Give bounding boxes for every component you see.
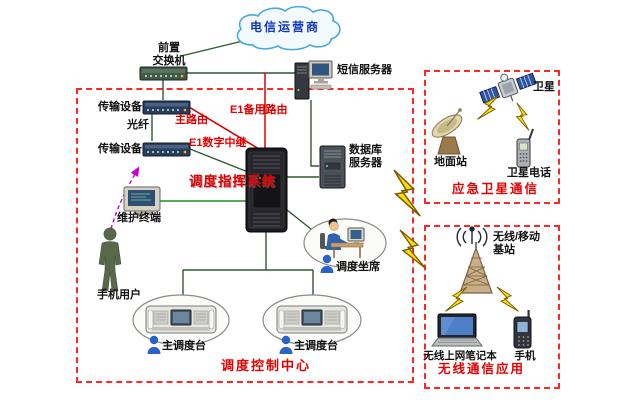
fiber-label: 光纤 xyxy=(127,119,149,131)
database-server-label: 数据库 服务器 xyxy=(349,144,382,169)
telecom-operator-label: 电信运营商 xyxy=(250,20,321,34)
dispatch-console-right-icon xyxy=(276,305,348,334)
control-center-box xyxy=(76,88,414,383)
line-e1-trunk xyxy=(189,148,249,173)
transmission-device-bottom-icon xyxy=(142,142,191,157)
transmission-bottom-label: 传输设备 xyxy=(98,143,142,155)
control-center-title: 调度控制中心 xyxy=(221,358,312,373)
maintenance-terminal-label: 维护终端 xyxy=(117,212,161,224)
sms-server-icon xyxy=(294,60,333,100)
front-switch-icon xyxy=(139,66,188,81)
satellite-phone-label: 卫星电话 xyxy=(507,167,551,179)
lightning-bolts xyxy=(384,94,537,312)
database-server-icon xyxy=(319,145,346,189)
line-cloud-switch xyxy=(180,39,248,57)
mobile-phone-icon xyxy=(513,310,532,349)
bolt-to-satellite-box xyxy=(384,169,430,217)
e1-backup-route-label: E1备用路由 xyxy=(230,104,288,116)
dispatch-seat-scene-icon xyxy=(320,218,365,258)
phone-label: 手机 xyxy=(514,350,536,362)
satellite-label: 卫星 xyxy=(533,81,555,93)
laptop-icon xyxy=(431,313,483,347)
sms-server-label: 短信服务器 xyxy=(337,64,392,76)
satellite-section-title: 应急卫星通信 xyxy=(452,182,540,196)
connection-lines xyxy=(151,39,319,299)
console-right-label: 主调度台 xyxy=(294,340,338,352)
server-rack-icon xyxy=(245,147,288,233)
line-sms-db xyxy=(310,100,319,167)
line-switch-sms xyxy=(187,64,312,74)
base-station-antenna-icon xyxy=(456,226,488,247)
wireless-section-title: 无线通信应用 xyxy=(438,362,526,376)
satellite-comm-box xyxy=(424,70,560,204)
ground-station-icon xyxy=(431,108,463,155)
telecom-cloud-icon xyxy=(236,5,341,51)
line-rack-consoles xyxy=(182,232,314,299)
dispatch-seat-label: 调度坐席 xyxy=(336,261,380,273)
e1-digital-trunk-label: E1数字中继 xyxy=(189,137,247,149)
wireless-dashed-arrow xyxy=(110,166,140,230)
base-station-tower-icon xyxy=(459,242,493,294)
bolt-tower-laptop xyxy=(444,286,468,312)
main-route-label: 主路由 xyxy=(175,114,208,126)
ground-station-label: 地面站 xyxy=(434,156,467,168)
base-station-label: 无线/移动 基站 xyxy=(493,231,541,256)
maintenance-terminal-icon xyxy=(123,186,161,216)
mobile-user-label: 手机用户 xyxy=(97,289,141,301)
dispatch-console-left-icon xyxy=(145,305,217,334)
line-main-route xyxy=(188,106,260,150)
transmission-device-top-icon xyxy=(142,100,191,115)
front-switch-label: 前置 交换机 xyxy=(152,42,186,67)
laptop-label: 无线上网笔记本 xyxy=(423,350,497,362)
dispatch-system-title: 调度指挥系统 xyxy=(189,174,276,189)
wireless-comm-box xyxy=(424,225,560,389)
bolt-satellite-phone xyxy=(509,102,537,132)
bolt-tower-phone xyxy=(496,286,520,312)
bolt-to-wireless-box xyxy=(394,229,431,269)
mobile-user-person-icon xyxy=(98,227,122,292)
transmission-top-label: 传输设备 xyxy=(98,101,142,113)
console-left-label: 主调度台 xyxy=(162,340,206,352)
satellite-phone-icon xyxy=(516,128,534,168)
